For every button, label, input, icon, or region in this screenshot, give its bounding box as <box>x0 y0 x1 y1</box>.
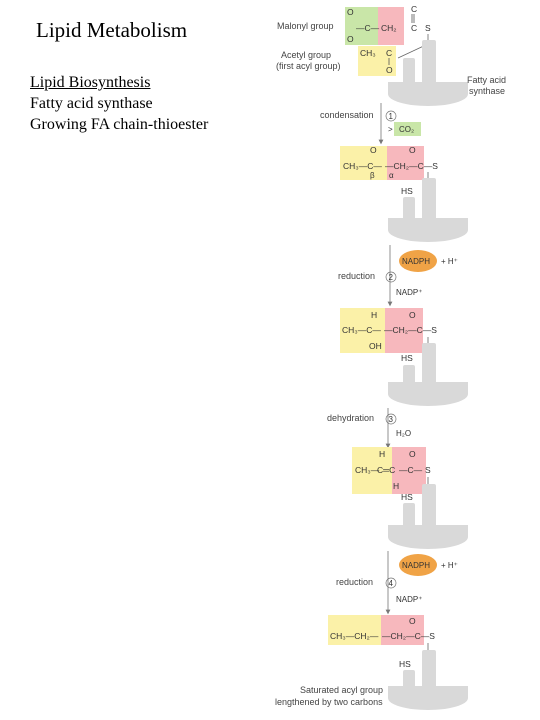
thioester-highlight <box>387 146 424 180</box>
h2o-label: H₂O <box>396 429 411 438</box>
atom-ch2: CH₂ <box>381 23 397 33</box>
atom-oh: OH <box>369 341 382 351</box>
enzyme-arm <box>403 197 415 222</box>
reduction-label-1: reduction <box>338 271 375 281</box>
stage-saturated-acyl: O CH₃—CH₂— —CH₂—C—S HS Saturated acyl gr… <box>275 615 468 710</box>
enzyme-arm <box>422 343 436 388</box>
atom-alpha: α <box>389 171 394 180</box>
thioester-highlight <box>392 447 426 494</box>
atom-ch3: CH₃ <box>360 48 376 58</box>
atom-s: S <box>425 23 431 33</box>
atom-ch2c: —CH₂—C—S <box>385 161 438 171</box>
atom-o: O <box>370 145 377 155</box>
nadph-badge <box>399 554 437 576</box>
stage-initial: Malonyl group Acetyl group (first acyl g… <box>276 4 506 106</box>
atom-s: S <box>425 465 431 475</box>
atom-hs: HS <box>401 353 413 363</box>
step-condensation: condensation 1 > CO₂ <box>320 103 421 145</box>
atom-dash-c: —C— <box>399 465 423 475</box>
notes-line-2: Growing FA chain-thioester <box>30 116 209 133</box>
atom-h: H <box>393 481 399 491</box>
acetyl-highlight <box>358 46 396 76</box>
atom-dash-c: —C— <box>356 23 380 33</box>
step-number-1: 1 <box>389 112 394 121</box>
atom-ch3c: CH₃—C— <box>342 325 381 335</box>
enzyme-arm <box>422 650 436 692</box>
atom-beta: β <box>370 171 375 180</box>
stage-acetoacetyl: O O CH₃—C— —CH₂—C—S β α HS <box>340 145 468 242</box>
atom-o: O <box>409 616 416 626</box>
acetyl-label-1: Acetyl group <box>281 50 331 60</box>
dehydration-label: dehydration <box>327 413 374 423</box>
h-plus-label: + H⁺ <box>441 257 458 266</box>
nadph-badge <box>399 250 437 272</box>
acyl-highlight <box>340 146 387 180</box>
atom-ch3c: CH₃—C— <box>343 161 382 171</box>
stage-hydroxyacyl: H O CH₃—C— —CH₂—C—S OH HS <box>340 308 468 406</box>
reduction-label-2: reduction <box>336 577 373 587</box>
step-number-2: 2 <box>389 273 394 282</box>
atom-c: C <box>386 48 392 58</box>
notes-heading: Lipid Biosynthesis <box>30 74 151 91</box>
atom-o: O <box>347 34 354 44</box>
atom-ch3-dash: CH₃— <box>355 465 380 475</box>
enzyme-arm <box>422 484 436 530</box>
final-label-2: lengthened by two carbons <box>275 697 383 707</box>
atom-o: O <box>347 7 354 17</box>
nadp-label-2: NADP⁺ <box>396 595 422 604</box>
atom-ch3ch2: CH₃—CH₂— <box>330 631 379 641</box>
step-reduction-2: NADPH + H⁺ reduction 4 NADP⁺ <box>336 551 458 615</box>
enzyme-arm <box>422 40 436 85</box>
malonyl-thioester-highlight <box>378 7 404 45</box>
enzyme-label-2: synthase <box>469 86 505 96</box>
svg-text:>: > <box>388 125 393 134</box>
acetyl-label-2: (first acyl group) <box>276 61 341 71</box>
nadph-label: NADPH <box>402 257 430 266</box>
acyl-highlight <box>352 447 392 494</box>
h-plus-label: + H⁺ <box>441 561 458 570</box>
malonyl-highlight <box>345 7 378 45</box>
atom-h: H <box>379 449 385 459</box>
co2-label: CO₂ <box>399 125 414 134</box>
final-label-1: Saturated acyl group <box>300 685 383 695</box>
co2-highlight <box>394 122 421 136</box>
thioester-highlight <box>381 615 424 645</box>
condensation-label: condensation <box>320 110 374 120</box>
atom-ch2c: —CH₂—C—S <box>384 325 437 335</box>
atom-c-eq-c: C═C <box>377 465 395 475</box>
atom-o: O <box>386 65 393 75</box>
enzyme-arm <box>403 503 415 529</box>
step-reduction-1: NADPH + H⁺ reduction 2 NADP⁺ <box>338 245 458 307</box>
notes-line-1: Fatty acid synthase <box>30 95 153 112</box>
atom-hs: HS <box>401 492 413 502</box>
atom-hs: HS <box>399 659 411 669</box>
step-number-4: 4 <box>389 579 394 588</box>
atom-ch2c: —CH₂—C—S <box>382 631 435 641</box>
enzyme-arm <box>422 178 436 223</box>
page-title: Lipid Metabolism <box>36 18 188 42</box>
atom-h: H <box>371 310 377 320</box>
nadph-label: NADPH <box>402 561 430 570</box>
stage-enoyl: H O CH₃— C═C —C— S H HS <box>352 447 468 549</box>
notes-block: Lipid Biosynthesis Fatty acid synthase G… <box>30 72 208 135</box>
atom-o: O <box>409 145 416 155</box>
enzyme-arm <box>403 58 415 86</box>
step-number-3: 3 <box>389 415 394 424</box>
enzyme-label-1: Fatty acid <box>467 75 506 85</box>
nadp-label-1: NADP⁺ <box>396 288 422 297</box>
malonyl-label: Malonyl group <box>277 21 334 31</box>
atom-hs: HS <box>401 186 413 196</box>
atom-c: C <box>411 4 417 14</box>
atom-c: C <box>411 23 417 33</box>
thioester-highlight <box>385 308 423 353</box>
acyl-highlight <box>328 615 381 645</box>
step-dehydration: dehydration 3 H₂O <box>327 408 411 449</box>
atom-o: O <box>409 310 416 320</box>
atom-o: O <box>409 449 416 459</box>
acyl-highlight <box>340 308 385 353</box>
